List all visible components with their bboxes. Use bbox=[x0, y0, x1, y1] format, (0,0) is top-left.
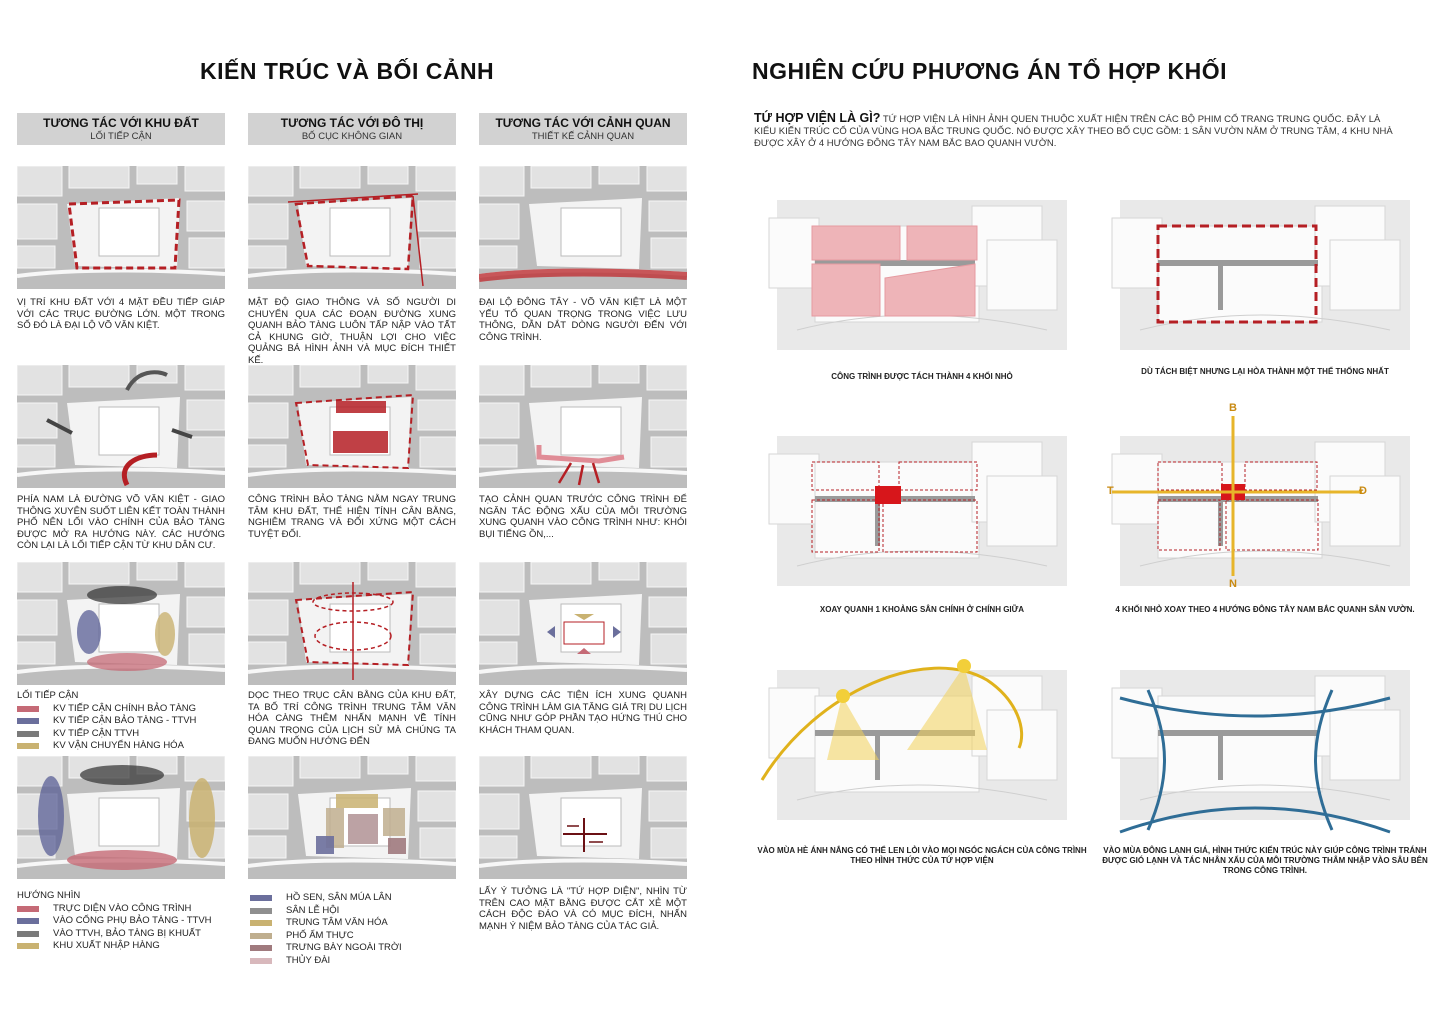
compass-south-label: N bbox=[1229, 578, 1237, 590]
legend-label: TRƯNG BÀY NGOÀI TRỜI bbox=[286, 942, 402, 953]
legend-label: VÀO TTVH, BẢO TÀNG BỊ KHUẤT bbox=[53, 927, 201, 939]
site-map-siheyuan bbox=[479, 756, 687, 879]
description-r4c3: LẤY Ý TƯỞNG LÀ "TỨ HỢP DIỆN", NHÌN TỪ TR… bbox=[479, 886, 687, 932]
massing-diagram-orientation bbox=[1100, 416, 1430, 606]
column-header-city: TƯƠNG TÁC VỚI ĐÔ THỊ BỐ CỤC KHÔNG GIAN bbox=[248, 113, 456, 145]
column-subheading: LỐI TIẾP CẬN bbox=[90, 131, 152, 142]
legend-view: HƯỚNG NHÌN TRỰC DIỆN VÀO CÔNG TRÌNH VÀO … bbox=[17, 890, 212, 953]
description-r2c3: TẠO CẢNH QUAN TRƯỚC CÔNG TRÌNH ĐỂ NGĂN T… bbox=[479, 494, 687, 540]
legend-label: KV TIẾP CẬN CHÍNH BẢO TÀNG bbox=[53, 702, 197, 714]
site-map-front-landscape bbox=[479, 365, 687, 488]
site-map-access-zones bbox=[17, 562, 225, 685]
intro-text: TỨ HỢP VIỆN LÀ HÌNH ẢNH QUEN THUỘC XUẤT … bbox=[754, 114, 1393, 149]
site-map-boundary bbox=[17, 166, 225, 289]
column-heading: TƯƠNG TÁC VỚI KHU ĐẤT bbox=[43, 116, 199, 130]
legend-label: HỒ SEN, SÂN MÚA LÂN bbox=[286, 892, 392, 903]
legend-swatch bbox=[17, 705, 39, 712]
site-map-entrances bbox=[17, 365, 225, 488]
legend-swatch bbox=[17, 930, 39, 937]
right-title: NGHIÊN CỨU PHƯƠNG ÁN TỔ HỢP KHỐI bbox=[752, 58, 1228, 84]
legend-title: HƯỚNG NHÌN bbox=[17, 890, 81, 901]
column-subheading: THIẾT KẾ CẢNH QUAN bbox=[531, 131, 635, 142]
caption-split: CÔNG TRÌNH ĐƯỢC TÁCH THÀNH 4 KHỐI NHỎ bbox=[831, 372, 1013, 381]
legend-label: TRỰC DIỆN VÀO CÔNG TRÌNH bbox=[53, 902, 192, 914]
caption-courtyard: XOAY QUANH 1 KHOẢNG SÂN CHÍNH Ở CHÍNH GI… bbox=[819, 605, 1025, 614]
massing-diagram-courtyard bbox=[757, 416, 1087, 606]
massing-diagram-winter-wind bbox=[1100, 650, 1430, 840]
intro-paragraph: TỨ HỢP VIỆN LÀ GÌ? TỨ HỢP VIỆN LÀ HÌNH Ả… bbox=[754, 112, 1394, 150]
legend-swatch bbox=[17, 730, 39, 737]
massing-diagram-unified bbox=[1100, 180, 1430, 370]
compass-west-label: T bbox=[1107, 485, 1114, 497]
legend-title: LỐI TIẾP CẬN bbox=[17, 690, 79, 701]
legend-label: PHỐ ẨM THỰC bbox=[286, 929, 354, 941]
column-subheading: BỐ CỤC KHÔNG GIAN bbox=[301, 131, 403, 142]
caption-unified: DÙ TÁCH BIỆT NHƯNG LẠI HÒA THÀNH MỘT THỂ… bbox=[1141, 367, 1389, 376]
legend-swatch bbox=[250, 920, 272, 927]
site-map-view-directions bbox=[17, 756, 225, 879]
legend-label: KV TIẾP CẬN BẢO TÀNG - TTVH bbox=[53, 715, 197, 726]
legend-swatch bbox=[17, 905, 39, 912]
column-heading: TƯƠNG TÁC VỚI ĐÔ THỊ bbox=[280, 116, 424, 130]
caption-summer: VÀO MÙA HÈ ÁNH NẮNG CÓ THỂ LEN LỎI VÀO M… bbox=[757, 846, 1087, 865]
description-r2c2: CÔNG TRÌNH BẢO TÀNG NẰM NGAY TRUNG TÂM K… bbox=[248, 494, 456, 540]
description-r3c2: DỌC THEO TRỤC CÂN BẰNG CỦA KHU ĐẤT, TA B… bbox=[248, 690, 456, 747]
legend-label: KV TIẾP CẬN TTVH bbox=[53, 727, 140, 739]
legend-swatch bbox=[250, 957, 272, 964]
legend-label: VÀO CỔNG PHỤ BẢO TÀNG - TTVH bbox=[53, 915, 212, 926]
massing-diagram-summer-sun bbox=[757, 650, 1087, 840]
legend-swatch bbox=[250, 932, 272, 939]
legend-swatch bbox=[17, 943, 39, 950]
site-map-boulevard bbox=[479, 166, 687, 289]
legend-swatch bbox=[17, 743, 39, 750]
left-title: KIẾN TRÚC VÀ BỐI CẢNH bbox=[200, 58, 495, 84]
legend-swatch bbox=[17, 918, 39, 925]
column-header-landscape: TƯƠNG TÁC VỚI CẢNH QUAN THIẾT KẾ CẢNH QU… bbox=[479, 113, 687, 145]
site-map-center bbox=[248, 365, 456, 488]
description-r1c3: ĐẠI LỘ ĐÔNG TÂY - VÕ VĂN KIỆT LÀ MỘT YẾU… bbox=[479, 297, 687, 343]
massing-diagram-split bbox=[757, 180, 1087, 370]
legend-swatch bbox=[250, 945, 272, 952]
legend-access: LỐI TIẾP CẬN KV TIẾP CẬN CHÍNH BẢO TÀNG … bbox=[17, 690, 196, 753]
compass-east-label: Đ bbox=[1359, 485, 1367, 497]
caption-winter: VÀO MÙA ĐÔNG LẠNH GIÁ, HÌNH THỨC KIẾN TR… bbox=[1102, 846, 1428, 875]
legend-label: KHU XUẤT NHẬP HÀNG bbox=[53, 940, 160, 951]
column-header-site: TƯƠNG TÁC VỚI KHU ĐẤT LỐI TIẾP CẬN bbox=[17, 113, 225, 145]
caption-orientation: 4 KHỐI NHỎ XOAY THEO 4 HƯỚNG ĐÔNG TÂY NA… bbox=[1115, 605, 1415, 614]
legend-swatch bbox=[17, 718, 39, 725]
column-heading: TƯƠNG TÁC VỚI CẢNH QUAN bbox=[495, 116, 671, 130]
description-r1c1: VỊ TRÍ KHU ĐẤT VỚI 4 MẶT ĐỀU TIẾP GIÁP V… bbox=[17, 297, 225, 331]
site-map-traffic bbox=[248, 166, 456, 289]
legend-label: THỦY ĐÀI bbox=[286, 954, 331, 966]
site-map-zoning bbox=[248, 756, 456, 879]
description-r1c2: MẬT ĐỘ GIAO THÔNG VÀ SỐ NGƯỜI DI CHUYỂN … bbox=[248, 297, 456, 366]
description-r3c3: XÂY DỰNG CÁC TIỆN ÍCH XUNG QUANH CÔNG TR… bbox=[479, 690, 687, 736]
site-map-amenities bbox=[479, 562, 687, 685]
description-r2c1: PHÍA NAM LÀ ĐƯỜNG VÕ VĂN KIỆT - GIAO THÔ… bbox=[17, 494, 225, 551]
compass-north-label: B bbox=[1229, 402, 1237, 414]
legend-swatch bbox=[250, 895, 272, 902]
legend-label: TRUNG TÂM VĂN HÓA bbox=[286, 917, 388, 928]
legend-swatch bbox=[250, 907, 272, 914]
site-map-axis bbox=[248, 562, 456, 685]
intro-lead: TỨ HỢP VIỆN LÀ GÌ? bbox=[754, 111, 881, 125]
legend-label: KV VẬN CHUYỂN HÀNG HÓA bbox=[53, 740, 184, 751]
legend-label: SÂN LỄ HỘI bbox=[286, 904, 340, 916]
legend-zones: HỒ SEN, SÂN MÚA LÂN SÂN LỄ HỘI TRUNG TÂM… bbox=[250, 892, 402, 967]
